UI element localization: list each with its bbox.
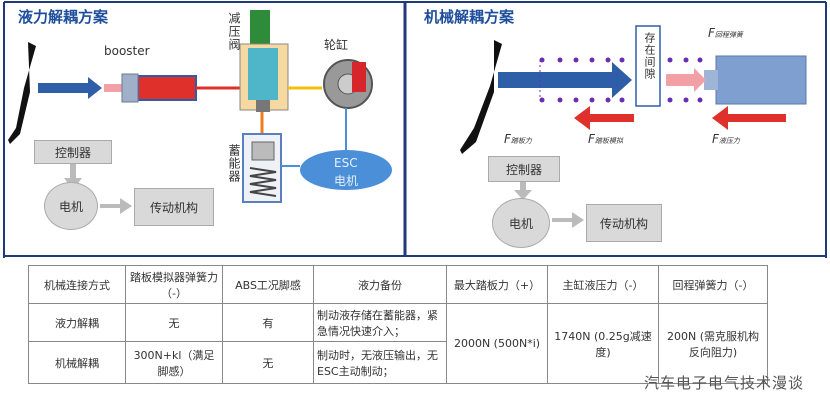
caliper-label: 轮缸	[324, 38, 349, 52]
table-cell: 300N+kl（满足脚感）	[125, 341, 223, 384]
accumulator-label: 蓄能器	[227, 144, 241, 183]
gap-label: 存在间隙	[643, 32, 656, 80]
simulator-force-arrow	[574, 106, 634, 130]
return-spring-force-label: F回程弹簧	[708, 26, 743, 40]
table-cell: 机械解耦	[28, 341, 126, 384]
esc-motor-label: 电机	[334, 174, 359, 188]
esc-label: ESC	[334, 156, 358, 170]
pressure-valve	[250, 10, 270, 44]
valve-label: 减压阀	[227, 12, 241, 51]
comparison-table: 机械连接方式 踏板模拟器弹簧力（-） ABS工况脚感 液力备份 最大踏板力（+）…	[28, 265, 768, 384]
table-header-cell: 最大踏板力（+）	[446, 265, 548, 304]
table-header-row: 机械连接方式 踏板模拟器弹簧力（-） ABS工况脚感 液力备份 最大踏板力（+）…	[28, 265, 768, 304]
table-header-cell: 回程弹簧力（-）	[658, 265, 768, 304]
simulator-force-label: F踏板模拟	[588, 132, 623, 146]
right-panel-title: 机械解耦方案	[424, 8, 515, 26]
table-cell: 有	[222, 303, 314, 342]
hydraulic-force-label: F液压力	[712, 132, 740, 146]
pedal-force-label: F踏板力	[504, 132, 532, 146]
right-controller-box: 控制器	[488, 156, 560, 182]
pedal-icon	[8, 42, 36, 144]
max-pedal-force-cell: 2000N (500N*i)	[446, 303, 548, 384]
table-cell: 制动液存储在蓄能器，紧急情况快速介入；	[313, 303, 447, 342]
table-header-cell: 踏板模拟器弹簧力（-）	[125, 265, 223, 304]
left-controller-box: 控制器	[34, 140, 112, 164]
left-actuator-box: 传动机构	[134, 188, 214, 226]
hydraulic-force-arrow	[712, 106, 786, 130]
table-row: 液力解耦 无 有 制动液存储在蓄能器，紧急情况快速介入； 2000N (500N…	[28, 303, 768, 384]
table-cell: 制动时，无液压输出，无ESC主动制动；	[313, 341, 447, 384]
left-motor-circle: 电机	[44, 182, 98, 230]
watermark: 汽车电子电气技术漫谈	[643, 374, 804, 392]
table-cell: 无	[222, 341, 314, 384]
table-header-cell: 液力备份	[313, 265, 447, 304]
esc-motor	[300, 150, 392, 190]
table-row: 机械解耦 300N+kl（满足脚感） 无 制动时，无液压输出，无ESC主动制动；	[28, 341, 768, 384]
master-cylinder	[715, 55, 807, 105]
right-pedal-icon	[460, 40, 502, 154]
booster-label: booster	[104, 44, 150, 58]
left-panel-title: 液力解耦方案	[18, 8, 109, 26]
right-motor-circle: 电机	[492, 198, 550, 248]
master-cylinder-pressure-cell: 1740N (0.25g减速度)	[547, 303, 659, 384]
table-header-cell: 主缸液压力（-）	[547, 265, 659, 304]
table-cell: 液力解耦	[28, 303, 126, 342]
left-pedal-arrow	[38, 77, 102, 99]
pedal-force-arrow	[498, 62, 632, 98]
gap-box	[635, 25, 661, 107]
return-spring-force-cell: 200N (需克服机构反向阻力)	[658, 303, 768, 384]
right-actuator-box: 传动机构	[586, 204, 662, 242]
table-header-cell: ABS工况脚感	[222, 265, 314, 304]
table-header-cell: 机械连接方式	[28, 265, 126, 304]
table-cell: 无	[125, 303, 223, 342]
